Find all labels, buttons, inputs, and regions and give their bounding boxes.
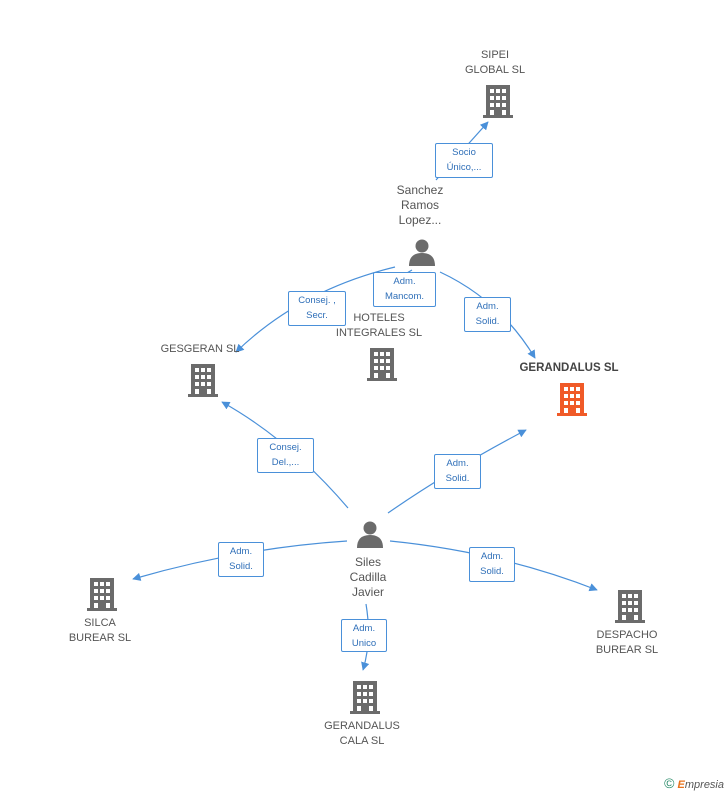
node-label-gerandalus-cala: GERANDALUS CALA SL bbox=[324, 720, 400, 747]
node-label-hoteles: HOTELES INTEGRALES SL bbox=[335, 312, 423, 339]
node-label-gerandalus: GERANDALUS SL bbox=[519, 362, 619, 374]
relation-adm-solid-silca[interactable]: Adm. Solid. bbox=[218, 542, 264, 577]
relation-adm-solid-despacho[interactable]: Adm. Solid. bbox=[469, 547, 515, 582]
relation-adm-mancom[interactable]: Adm. Mancom. bbox=[373, 272, 436, 307]
brand-logo-initial: E bbox=[677, 779, 685, 791]
building-icon[interactable] bbox=[614, 589, 646, 623]
node-label-gesgeran: GESGERAN SL bbox=[160, 343, 240, 355]
person-icon[interactable] bbox=[356, 520, 384, 548]
copyright-icon: © bbox=[664, 775, 675, 791]
building-icon[interactable] bbox=[86, 577, 118, 611]
relation-adm-unico[interactable]: Adm. Unico bbox=[341, 619, 387, 652]
person-icon[interactable] bbox=[408, 238, 436, 266]
building-icon[interactable] bbox=[187, 363, 219, 397]
building-icon[interactable] bbox=[366, 347, 398, 381]
relation-consej-del[interactable]: Consej. Del.,... bbox=[257, 438, 314, 473]
relation-socio-unico[interactable]: Socio Único,... bbox=[435, 143, 493, 178]
copyright-footer: © Empresia bbox=[664, 775, 724, 791]
node-label-sanchez: Sanchez Ramos Lopez... bbox=[396, 183, 444, 227]
relation-consej-secr[interactable]: Consej. , Secr. bbox=[288, 291, 346, 326]
node-label-sipei: SIPEI GLOBAL SL bbox=[464, 49, 526, 76]
node-label-silca: SILCA BUREAR SL bbox=[68, 617, 132, 644]
relation-adm-solid-sanchez[interactable]: Adm. Solid. bbox=[464, 297, 511, 332]
node-label-despacho: DESPACHO BUREAR SL bbox=[595, 629, 659, 656]
brand-logo-text: mpresia bbox=[684, 779, 724, 791]
building-icon[interactable] bbox=[482, 84, 514, 118]
building-icon-focus[interactable] bbox=[556, 382, 588, 416]
relation-adm-solid-siles-gerandalus[interactable]: Adm. Solid. bbox=[434, 454, 481, 489]
building-icon[interactable] bbox=[349, 680, 381, 714]
node-label-siles: Siles Cadilla Javier bbox=[349, 555, 387, 599]
